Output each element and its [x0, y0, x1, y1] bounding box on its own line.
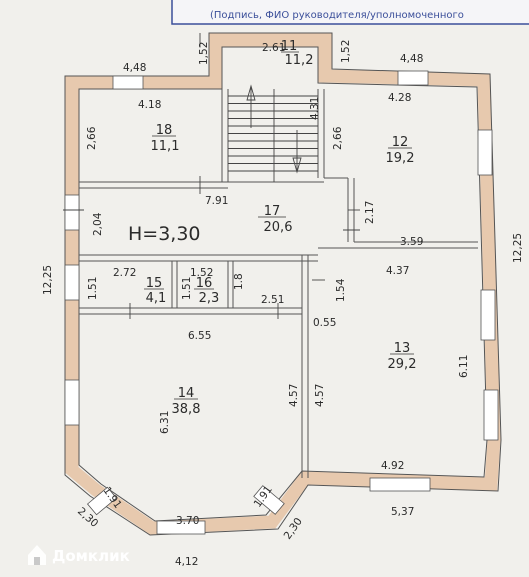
dim-label: 2,04 [92, 212, 104, 236]
window [397, 70, 429, 86]
window [477, 129, 493, 176]
room-14-area: 38,8 [172, 402, 201, 417]
window [480, 289, 496, 341]
room-12-area: 19,2 [386, 151, 415, 166]
dim-label: 4,48 [400, 53, 423, 65]
dim-label: 1.51 [87, 277, 99, 300]
window [86, 486, 118, 516]
dim-label: 1.51 [181, 277, 193, 300]
dim-label: 4.31 [309, 97, 321, 120]
dim-label: 2.51 [261, 294, 284, 306]
window [253, 485, 285, 515]
dim-label: 2.17 [364, 201, 376, 224]
dim-label: 1,52 [340, 40, 352, 63]
dim-label: 12,25 [42, 265, 54, 295]
window [483, 389, 499, 441]
room-17-number: 17 [264, 204, 281, 219]
room-15-area: 4,1 [146, 291, 167, 306]
room-12-number: 12 [392, 135, 409, 150]
door-marks [63, 33, 360, 319]
dim-label: 0.55 [313, 317, 336, 329]
room-11-area: 11,2 [285, 53, 314, 68]
exterior-wall [64, 32, 502, 536]
dim-label: 5,37 [391, 506, 414, 518]
dim-label: 2.72 [113, 267, 136, 279]
room-16-area: 2,3 [199, 291, 220, 306]
room-16-number: 16 [196, 276, 213, 291]
watermark: Домклик [28, 545, 130, 565]
window [369, 477, 431, 492]
room-17-area: 20,6 [264, 220, 293, 235]
watermark-text: Домклик [52, 547, 130, 565]
room-labels: 11 11,2 12 19,2 13 29,2 14 38,8 15 4,1 1… [128, 39, 416, 417]
dim-label: 7.91 [205, 195, 228, 207]
staircase [228, 84, 318, 182]
room-13-area: 29,2 [388, 357, 417, 372]
room-13-number: 13 [394, 341, 411, 356]
dim-label: 1,52 [198, 42, 210, 65]
room-14-number: 14 [178, 386, 195, 401]
dim-label: 4,12 [175, 556, 198, 568]
dim-label: 4.37 [386, 265, 409, 277]
home-logo-icon [28, 545, 46, 565]
windows [64, 70, 499, 535]
room-11-number: 11 [281, 39, 298, 54]
dim-label: 12,25 [512, 233, 524, 263]
window [112, 75, 144, 90]
dim-label: 1.52 [190, 267, 213, 279]
dim-label: 6.11 [458, 355, 470, 378]
dim-label: 3.59 [400, 236, 423, 248]
dim-label: 4.57 [314, 384, 326, 407]
dim-label: 2,66 [86, 126, 98, 150]
stamp-block: (Подпись, ФИО руководителя/уполномоченно… [171, 0, 529, 25]
dim-label: 4.57 [288, 384, 300, 407]
dim-label: 4,48 [123, 62, 146, 74]
dim-label: 3.70 [176, 515, 199, 527]
dim-label: 6.55 [188, 330, 211, 342]
room-15-number: 15 [146, 276, 163, 291]
room-18-number: 18 [156, 123, 173, 138]
dim-label: 2,66 [332, 126, 344, 150]
dim-label: 1.8 [233, 273, 245, 290]
dim-label: 2,30 [282, 516, 305, 542]
dim-label: 4.18 [138, 99, 161, 111]
window [64, 264, 80, 301]
dim-label: 1.54 [335, 278, 347, 302]
stamp-text: (Подпись, ФИО руководителя/уполномоченно… [210, 10, 464, 21]
interior-walls [79, 89, 478, 478]
window [156, 520, 206, 535]
window [64, 379, 80, 426]
dim-label: 2.61 [262, 42, 285, 54]
dimension-labels: 1,52 1,52 2.61 4,48 4,48 4.18 4.28 2,66 … [42, 40, 524, 568]
window [64, 194, 80, 231]
room-18-area: 11,1 [151, 139, 180, 154]
dim-label: 4.92 [381, 460, 404, 472]
dim-label: 6.31 [159, 411, 171, 434]
dim-label: 4.28 [388, 92, 411, 104]
ceiling-height-label: H=3,30 [128, 223, 201, 245]
